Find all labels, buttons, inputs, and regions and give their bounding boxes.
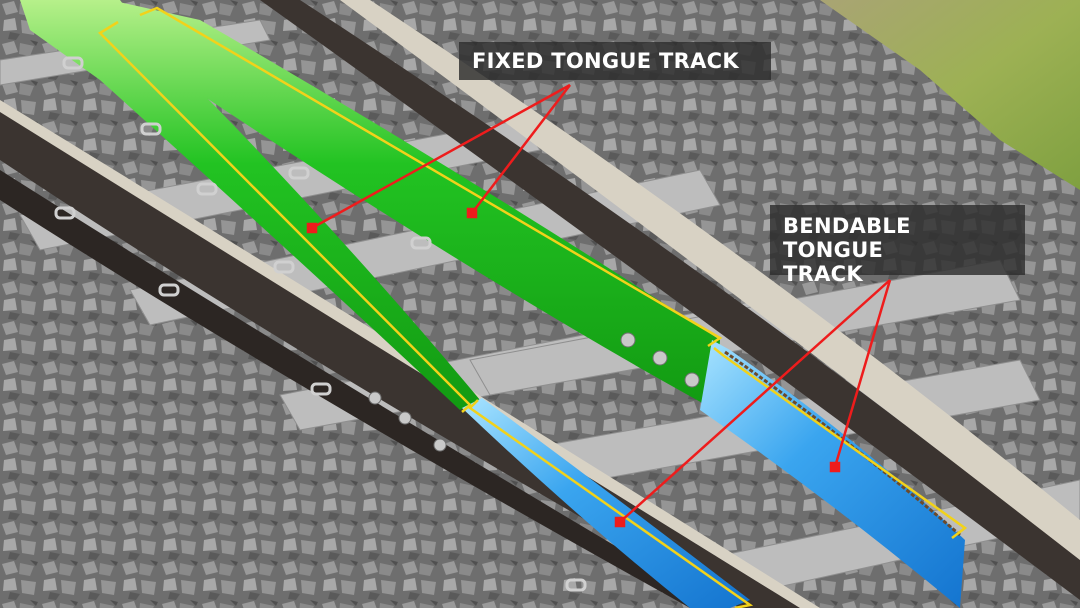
highlight-outlines (97, 6, 968, 608)
fixed-tongue-rail-left (20, 0, 480, 410)
rail-clips (54, 56, 587, 592)
grass-area (820, 0, 1080, 190)
bendable-tongue-track-label: BENDABLE TONGUE TRACK (770, 205, 1025, 286)
fixed-tongue-track-label: FIXED TONGUE TRACK (459, 42, 771, 80)
bendable-tongue-rail-right (700, 340, 965, 608)
fixed-tongue-rail-right (110, 0, 720, 410)
bolts (368, 332, 700, 452)
pointer-lines (306, 83, 892, 528)
